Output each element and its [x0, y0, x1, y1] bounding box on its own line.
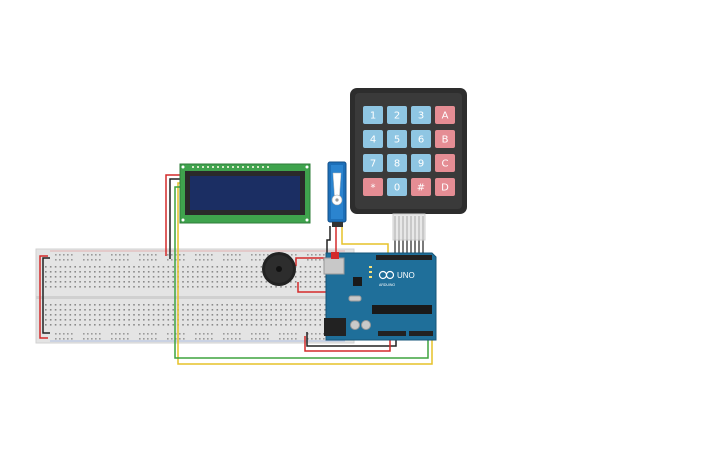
keypad-key[interactable]: 3	[411, 106, 431, 124]
wire-arduino-red[interactable]	[304, 333, 391, 352]
keypad-key-label: *	[371, 183, 376, 194]
lcd-mount-hole	[181, 218, 185, 222]
analog-header	[409, 331, 433, 336]
keypad-key[interactable]: 2	[387, 106, 407, 124]
status-led	[369, 271, 372, 273]
usb-chip	[353, 277, 362, 286]
lcd-display[interactable]	[179, 163, 311, 224]
capacitor	[361, 320, 371, 330]
keypad-key[interactable]: #	[411, 178, 431, 196]
arduino-uno[interactable]: UNO ARDUINO	[323, 252, 437, 341]
keypad-key[interactable]: 5	[387, 130, 407, 148]
keypad-key-label: C	[442, 159, 449, 170]
wire-lcd-red[interactable]	[165, 174, 182, 256]
keypad-key-label: 7	[370, 159, 376, 170]
keypad-key[interactable]: B	[435, 130, 455, 148]
keypad-key[interactable]: A	[435, 106, 455, 124]
keypad-key[interactable]: 9	[411, 154, 431, 172]
keypad-key[interactable]: 4	[363, 130, 383, 148]
keypad-key[interactable]: 1	[363, 106, 383, 124]
breadboard[interactable]	[35, 248, 355, 344]
power-header	[378, 331, 406, 336]
digital-header	[376, 255, 432, 260]
keypad-key-label: 8	[394, 159, 400, 170]
keypad-key-label: D	[441, 183, 449, 194]
keypad-key[interactable]: *	[363, 178, 383, 196]
usb-port	[323, 257, 345, 275]
arduino-logo	[378, 270, 395, 280]
wire-rail-red-left[interactable]	[39, 255, 48, 339]
keypad-4x4[interactable]: 1 2 3 A 4 5 6 B 7 8 9 C * 0 # D	[350, 88, 467, 241]
board-brand: ARDUINO	[379, 283, 395, 287]
keypad-key-label: 5	[394, 135, 400, 146]
keypad-ribbon-cable	[392, 213, 426, 241]
lcd-mount-hole	[305, 165, 309, 169]
servo-connector	[332, 222, 343, 227]
status-led	[369, 266, 372, 268]
wire-rail-black-left[interactable]	[42, 257, 50, 334]
keypad-key[interactable]: 8	[387, 154, 407, 172]
keypad-key-label: B	[442, 135, 449, 146]
power-jack	[324, 318, 346, 336]
keypad-key-label: 4	[370, 135, 376, 146]
keypad-key[interactable]: 0	[387, 178, 407, 196]
keypad-key-label: A	[442, 111, 449, 122]
wire-lcd-green[interactable]	[174, 186, 429, 359]
status-led	[369, 276, 372, 278]
lcd-mount-hole	[305, 218, 309, 222]
board-model: UNO	[397, 271, 415, 280]
keypad-key[interactable]: C	[435, 154, 455, 172]
capacitor	[350, 320, 360, 330]
keypad-key-label: #	[417, 183, 425, 194]
keypad-key-label: 2	[394, 111, 400, 122]
piezo-buzzer[interactable]	[262, 252, 296, 286]
keypad-ribbon-lines	[394, 216, 424, 240]
keypad-key[interactable]: 6	[411, 130, 431, 148]
keypad-key[interactable]: 7	[363, 154, 383, 172]
crystal	[348, 295, 362, 302]
keypad-key-label: 0	[394, 183, 400, 194]
keypad-key-label: 1	[370, 111, 376, 122]
lcd-mount-hole	[181, 165, 185, 169]
reset-button[interactable]	[331, 252, 339, 259]
keypad-key-label: 9	[418, 159, 424, 170]
keypad-key-label: 6	[418, 135, 424, 146]
keypad-key-label: 3	[418, 111, 424, 122]
servo-motor[interactable]	[327, 161, 347, 227]
atmega-chip	[372, 305, 432, 314]
wire-lcd-black[interactable]	[169, 178, 182, 259]
wire-lcd-yellow[interactable]	[177, 182, 433, 365]
lcd-pin-header	[192, 166, 269, 168]
keypad-key[interactable]: D	[435, 178, 455, 196]
